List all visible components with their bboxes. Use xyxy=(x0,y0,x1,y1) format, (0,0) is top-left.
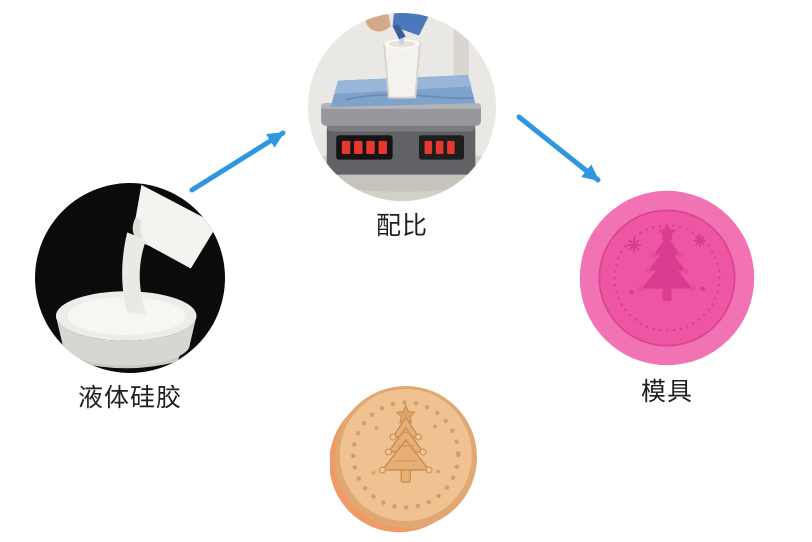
step-label-ratio: 配比 xyxy=(375,212,428,240)
christmas-tree-icon xyxy=(641,235,693,302)
scale-display-left xyxy=(336,135,393,160)
deco-dot xyxy=(371,471,376,475)
step-liquid-silicone: 液体硅胶 xyxy=(35,183,225,413)
snowflake-icons xyxy=(626,234,707,253)
led-digits-right xyxy=(424,140,455,154)
christmas-tree-icon xyxy=(381,416,430,483)
deco-dot xyxy=(629,289,634,295)
finished-product-photo xyxy=(330,383,480,533)
star-icon xyxy=(658,222,676,241)
step-mold: 模具 xyxy=(578,189,756,407)
step-label-liquid-silicone: 液体硅胶 xyxy=(77,384,182,412)
wrap-wrinkle xyxy=(345,93,474,101)
recess-edge xyxy=(598,209,736,347)
product-art xyxy=(330,386,477,533)
step-ratio-weighing: 配比 xyxy=(308,13,496,241)
tree-ornaments xyxy=(638,251,696,292)
tree-ornaments xyxy=(378,433,433,474)
deco-dot xyxy=(374,426,379,430)
paper-cup xyxy=(383,43,421,99)
bottle-neck xyxy=(392,24,406,40)
led-digits-left xyxy=(341,140,387,154)
step-label-mold: 模具 xyxy=(640,378,693,406)
pour-stream xyxy=(122,232,147,315)
tree-detail-lines xyxy=(394,431,417,462)
tub-side xyxy=(55,316,197,366)
deco-dot xyxy=(433,424,437,429)
deco-dot xyxy=(436,469,440,474)
arrow-silicone-to-ratio xyxy=(189,130,286,193)
ratio-weighing-art xyxy=(308,13,496,201)
liquid-silicone-photo xyxy=(35,183,225,373)
pitcher-body xyxy=(135,184,218,269)
silicone-surface xyxy=(67,297,186,335)
step-finished-product xyxy=(330,383,480,533)
ratio-weighing-photo xyxy=(308,13,496,201)
mold-art xyxy=(579,190,755,366)
bead-ring xyxy=(351,400,461,510)
deco-dot xyxy=(700,286,705,291)
mold-photo xyxy=(578,189,756,367)
liquid-silicone-art xyxy=(35,183,225,373)
arrow-ratio-to-mold xyxy=(516,114,601,183)
